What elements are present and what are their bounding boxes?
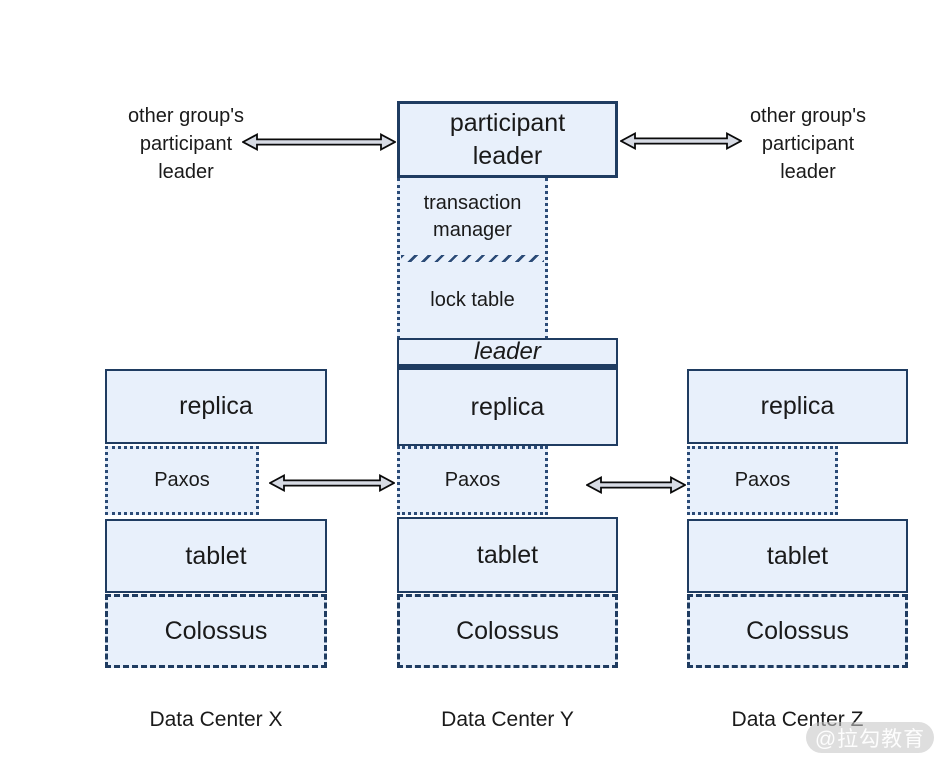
datacenter-label-x: Data Center X [149,708,283,731]
tablet-box-y: tablet [397,517,618,593]
colossus-box-x: Colossus [105,594,327,668]
colossus-box-y: Colossus [397,594,618,668]
paxos-box-x: Paxos [105,446,259,515]
participant-leader-box: participant leader [397,101,618,178]
other-group-label-left: other group's participant leader [127,105,245,183]
tablet-box-z: tablet [687,519,908,593]
transaction-manager-cell: transaction manager [400,178,545,255]
replica-box-x: replica [105,369,327,444]
lock-table-label: lock table [430,289,515,311]
leader-box: leader [397,338,618,370]
colossus-box-z: Colossus [687,594,908,668]
double-arrow-left-participant-icon [242,132,396,152]
other-group-label-right: other group's participant leader [749,105,867,183]
colossus-label: Colossus [456,616,559,645]
colossus-label: Colossus [746,616,849,645]
paxos-box-y: Paxos [397,446,548,515]
tablet-box-x: tablet [105,519,327,593]
paxos-label: Paxos [734,469,791,491]
colossus-label: Colossus [164,616,268,645]
double-arrow-paxos-yz-icon [586,475,686,495]
participant-leader-label: participant leader [449,108,566,170]
lock-table-cell: lock table [400,262,545,339]
tablet-label: tablet [476,540,539,569]
replica-box-z: replica [687,369,908,444]
watermark-text: @拉勾教育 [814,727,926,751]
double-arrow-paxos-xy-icon [269,473,395,493]
watermark-badge: @拉勾教育 [806,722,934,753]
replica-label: replica [760,392,835,420]
tablet-label: tablet [185,541,247,570]
transaction-manager-lock-table-region: transaction manager lock table [397,178,548,339]
hatched-divider [401,255,544,262]
replica-box-y: replica [397,368,618,446]
double-arrow-right-participant-icon [620,131,742,151]
replica-label: replica [470,392,545,421]
datacenter-label-y: Data Center Y [441,708,574,731]
replica-label: replica [179,392,253,420]
paxos-box-z: Paxos [687,446,838,515]
transaction-manager-label: transaction manager [423,191,522,241]
tablet-label: tablet [766,541,829,570]
paxos-label: Paxos [154,469,210,491]
paxos-label: Paxos [444,469,501,491]
leader-label: leader [474,338,541,365]
